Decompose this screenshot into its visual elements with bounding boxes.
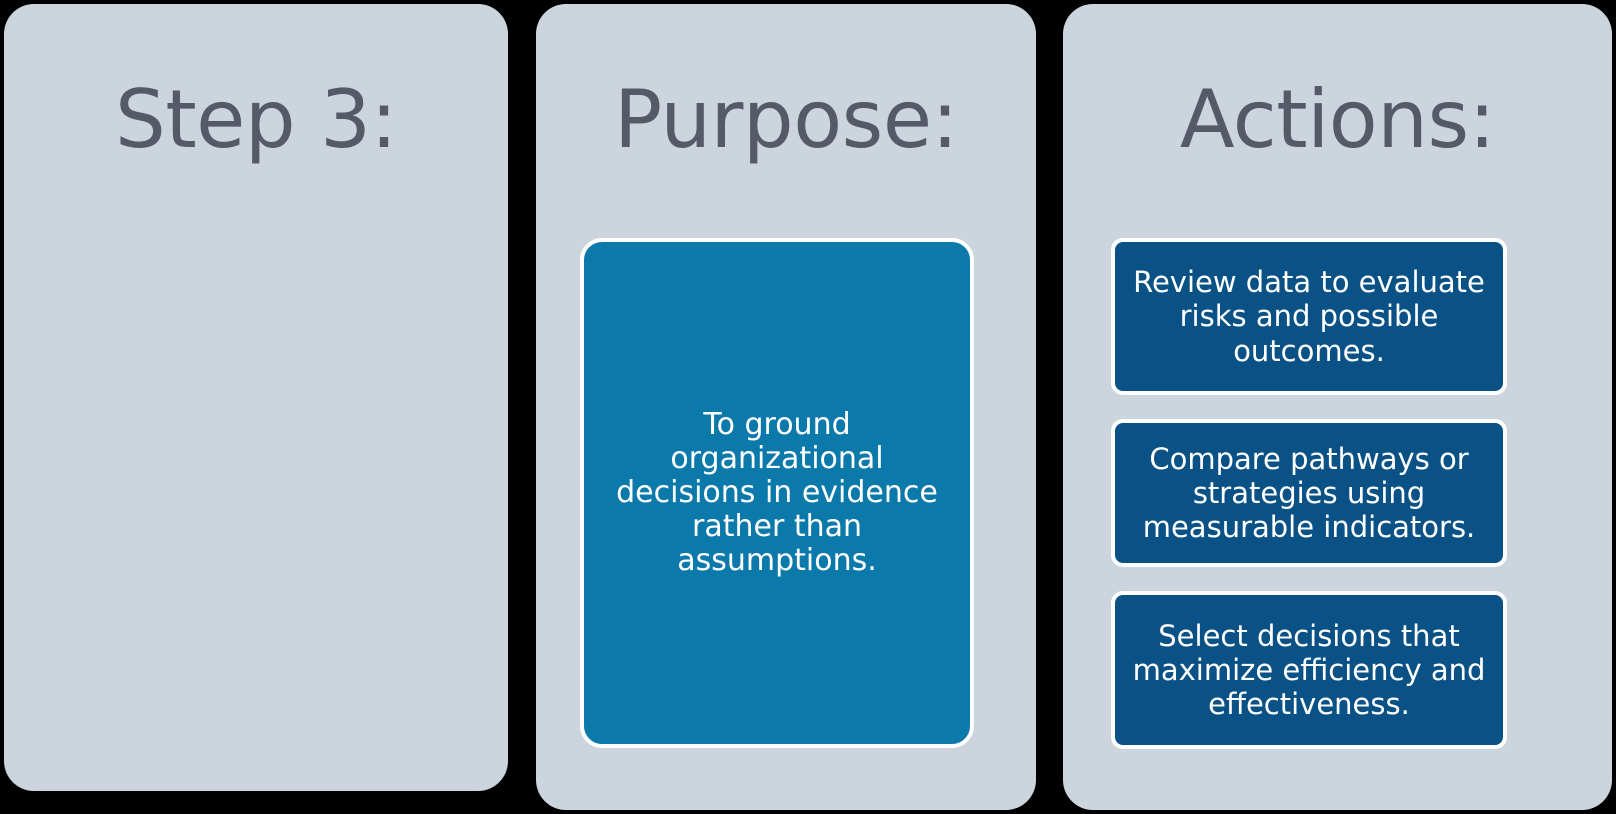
action-card-list: Review data to evaluate risks and possib… [1111,238,1507,749]
action-card: Select decisions that maximize efficienc… [1111,591,1507,749]
purpose-card-text: To ground organizational decisions in ev… [616,406,938,579]
purpose-card: To ground organizational decisions in ev… [580,238,974,748]
panel-purpose: Purpose: To ground organizational decisi… [536,4,1036,810]
panel-step: Step 3: [4,4,508,791]
panel-actions: Actions: Review data to evaluate risks a… [1063,4,1612,810]
action-card-text: Compare pathways or strategies using mea… [1142,441,1476,545]
actions-panel-header: Actions: [1179,73,1496,166]
action-card: Review data to evaluate risks and possib… [1111,238,1507,395]
step-panel-header: Step 3: [115,73,397,166]
purpose-panel-header: Purpose: [613,73,959,166]
action-card-text: Select decisions that maximize efficienc… [1132,618,1486,722]
action-card: Compare pathways or strategies using mea… [1111,419,1507,567]
action-card-text: Review data to evaluate risks and possib… [1133,265,1485,368]
